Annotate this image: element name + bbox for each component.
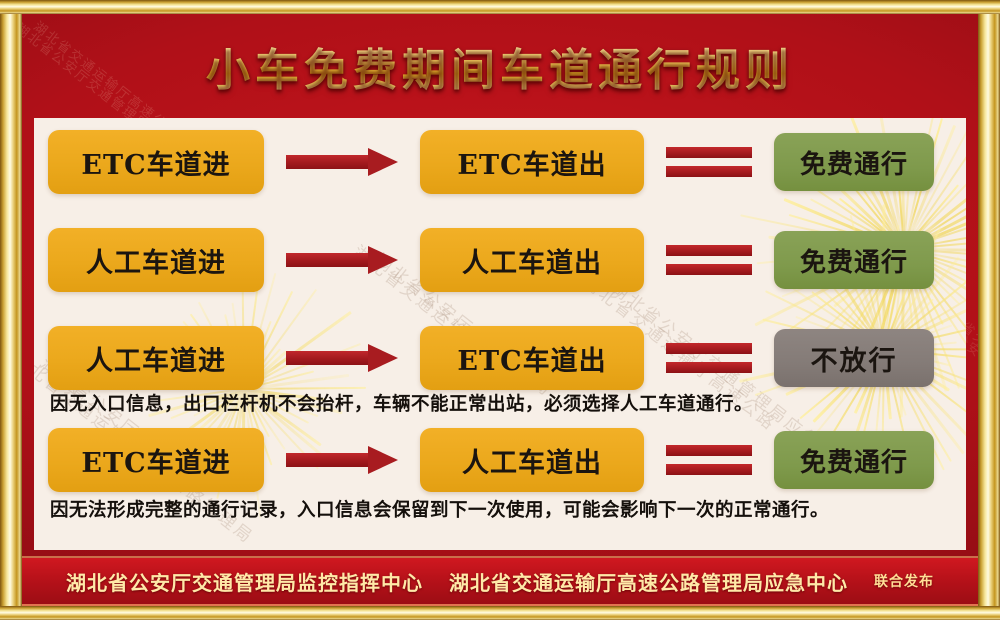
equals-icon xyxy=(666,341,752,375)
exit-lane-box[interactable]: ETC车道出 xyxy=(420,130,644,194)
entry-lane-box[interactable]: ETC车道进 xyxy=(48,130,264,194)
rule-row: ETC车道进 ETC车道出 免费通行 xyxy=(48,130,954,194)
exit-lane-box[interactable]: 人工车道出 xyxy=(420,228,644,292)
right-arrow-icon xyxy=(286,447,398,473)
right-arrow-icon xyxy=(286,345,398,371)
result-box-allowed[interactable]: 免费通行 xyxy=(774,431,934,489)
entry-lane-box[interactable]: 人工车道进 xyxy=(48,228,264,292)
rule-row: ETC车道进 人工车道出 免费通行 xyxy=(48,428,954,492)
equals-icon xyxy=(666,443,752,477)
footer-joint-release: 联合发布 xyxy=(874,571,934,591)
frame-left xyxy=(0,0,22,620)
rule-row: 人工车道进 人工车道出 免费通行 xyxy=(48,228,954,292)
entry-lane-box[interactable]: 人工车道进 xyxy=(48,326,264,390)
equals-icon xyxy=(666,243,752,277)
equals-icon xyxy=(666,145,752,179)
footer-org-2: 湖北省交通运输厅高速公路管理局应急中心 xyxy=(449,567,848,596)
frame-right xyxy=(978,0,1000,620)
right-arrow-icon xyxy=(286,149,398,175)
exit-lane-box[interactable]: ETC车道出 xyxy=(420,326,644,390)
frame-top xyxy=(0,0,1000,14)
result-box-allowed[interactable]: 免费通行 xyxy=(774,231,934,289)
result-box-denied[interactable]: 不放行 xyxy=(774,329,934,387)
footer-org-1: 湖北省公安厅交通管理局监控指挥中心 xyxy=(66,567,423,596)
footer-bar: 湖北省公安厅交通管理局监控指挥中心 湖北省交通运输厅高速公路管理局应急中心 联合… xyxy=(22,556,978,606)
rule-note: 因无法形成完整的通行记录，入口信息会保留到下一次使用，可能会影响下一次的正常通行… xyxy=(50,498,950,524)
page-title: 小车免费期间车道通行规则 xyxy=(206,34,794,98)
frame-bottom xyxy=(0,606,1000,620)
exit-lane-box[interactable]: 人工车道出 xyxy=(420,428,644,492)
rules-rows: ETC车道进 ETC车道出 免费通行 人工车道进 xyxy=(34,118,966,550)
rule-row: 人工车道进 ETC车道出 不放行 xyxy=(48,326,954,390)
rules-panel: 湖北省交通运输厅 湖北省公安厅交通管理局 湖北省交通运输厅高速公路 湖北省公安厅… xyxy=(34,118,966,550)
rule-note: 因无入口信息，出口栏杆机不会抬杆，车辆不能正常出站，必须选择人工车道通行。 xyxy=(50,392,950,418)
right-arrow-icon xyxy=(286,247,398,273)
entry-lane-box[interactable]: ETC车道进 xyxy=(48,428,264,492)
poster-header: 小车免费期间车道通行规则 xyxy=(22,14,978,118)
result-box-allowed[interactable]: 免费通行 xyxy=(774,133,934,191)
